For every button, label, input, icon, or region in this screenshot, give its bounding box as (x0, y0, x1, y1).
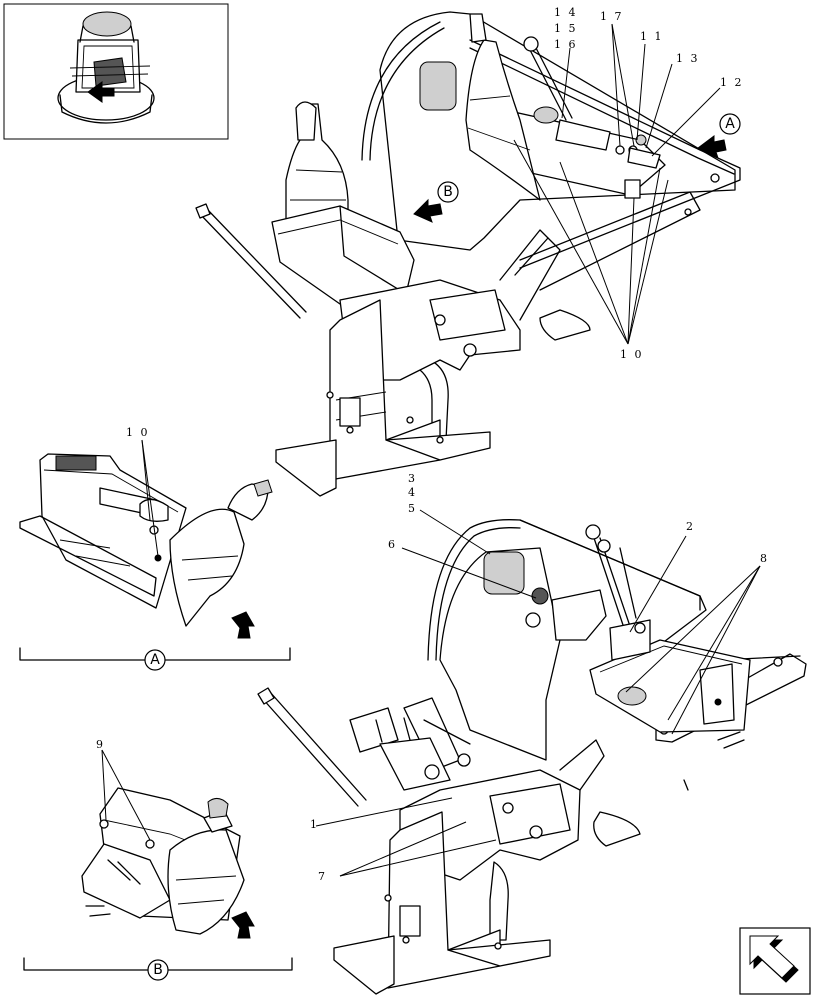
callout-9: 9 (96, 738, 105, 751)
next-page-arrow-icon (231, 911, 255, 939)
bottom-main-assembly (257, 519, 807, 995)
view-label-b: B (153, 962, 163, 978)
callout-4: 4 (408, 486, 417, 499)
machine-locator-icon (3, 3, 229, 140)
callout-5: 5 (408, 502, 417, 515)
top-console-assembly (195, 11, 741, 497)
callout-1: 1 (310, 818, 319, 831)
top-leaders (413, 23, 741, 345)
next-page-arrow-icon (231, 611, 255, 639)
nav-arrow-icon[interactable] (739, 927, 811, 995)
callout-labels: 1 4 1 5 1 6 1 7 1 1 1 3 1 2 1 0 1 0 3 4 … (96, 6, 769, 978)
callout-2: 2 (686, 520, 695, 533)
callout-8: 8 (760, 552, 769, 565)
callout-16: 1 6 (554, 38, 578, 51)
callout-11: 1 1 (640, 30, 664, 43)
callout-15: 1 5 (554, 22, 578, 35)
view-marker-a-top: A (725, 116, 735, 132)
callout-12: 1 2 (720, 76, 744, 89)
view-label-a: A (150, 652, 160, 668)
view-marker-b-top: B (443, 184, 453, 200)
callout-7: 7 (318, 870, 327, 883)
bottom-leaders (315, 509, 761, 877)
callout-17: 1 7 (600, 10, 624, 23)
callout-6: 6 (388, 538, 397, 551)
detail-view-a (19, 439, 291, 671)
callout-10-top: 1 0 (620, 348, 644, 361)
callout-13: 1 3 (676, 52, 700, 65)
callout-14: 1 4 (554, 6, 578, 19)
callout-3: 3 (408, 472, 417, 485)
callout-10-left: 1 0 (126, 426, 150, 439)
detail-view-b (23, 749, 293, 981)
